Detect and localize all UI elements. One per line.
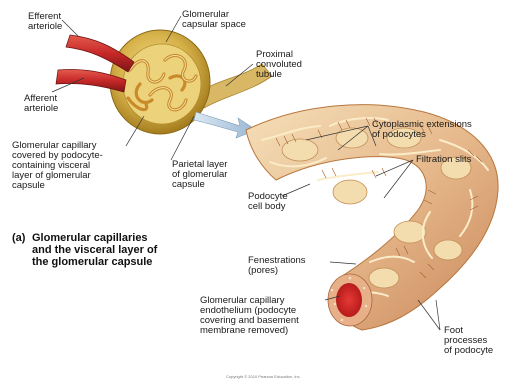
label-cytoplasmic-extensions: Cytoplasmic extensions of podocytes <box>372 120 472 140</box>
glomerular-capsule <box>110 30 272 134</box>
label-capillary-endothelium: Glomerular capillary endothelium (podocy… <box>200 296 299 336</box>
label-capillary-visceral-layer: Glomerular capillary covered by podocyte… <box>12 141 103 191</box>
figure-caption-letter: (a) <box>12 232 25 244</box>
label-proximal-tubule: Proximal convoluted tubule <box>256 50 302 80</box>
label-glomerular-capsular-space: Glomerular capsular space <box>182 10 246 30</box>
figure-caption: Glomerular capillaries and the visceral … <box>32 232 157 268</box>
copyright-notice: Copyright © 2010 Pearson Education, Inc. <box>226 374 301 379</box>
label-afferent-arteriole: Afferent arteriole <box>24 94 58 114</box>
label-filtration-slits: Filtration slits <box>416 155 471 165</box>
label-parietal-layer: Parietal layer of glomerular capsule <box>172 160 227 190</box>
label-foot-processes: Foot processes of podocyte <box>444 326 493 356</box>
label-efferent-arteriole: Efferent arteriole <box>28 12 62 32</box>
label-podocyte-cell-body: Podocyte cell body <box>248 192 288 212</box>
label-fenestrations: Fenestrations (pores) <box>248 256 306 276</box>
